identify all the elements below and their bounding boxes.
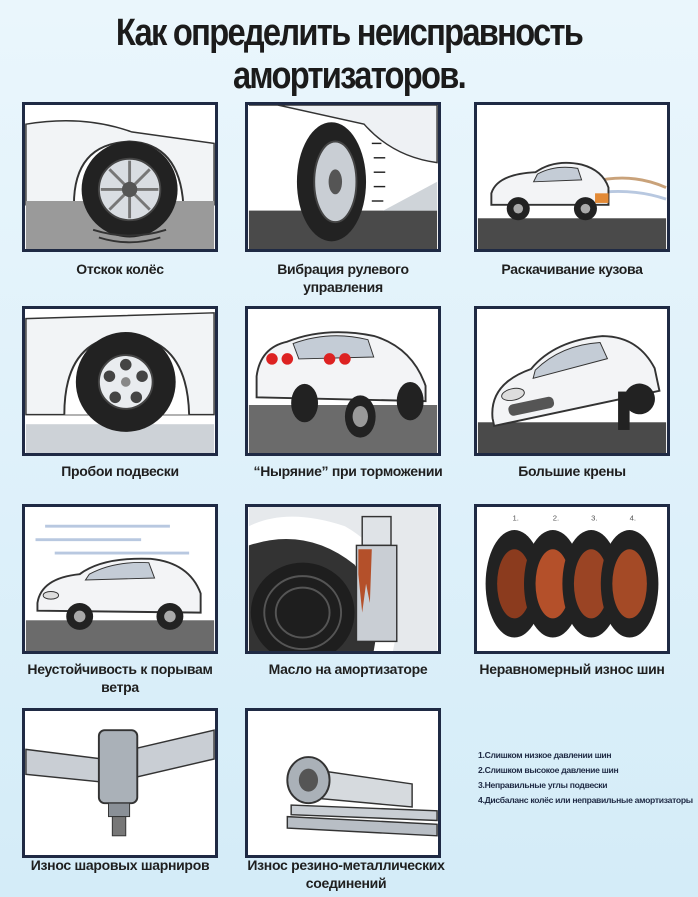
panel-caption: Неравномерный износ шин: [479, 661, 665, 677]
body-sway-icon: [477, 105, 667, 249]
panel-caption: Износ резино-металлических соединений: [247, 857, 445, 891]
panel-caption: Отскок колёс: [76, 261, 164, 277]
body-roll-icon: [477, 309, 667, 453]
panel-body-roll: [474, 306, 670, 456]
panel-caption: “Ныряние” при торможении: [253, 463, 443, 479]
tire-number-label: 4.: [630, 513, 636, 522]
tire-number-label: 2.: [553, 513, 559, 522]
panel-body-sway: [474, 102, 670, 252]
panel-oil-leak: [245, 504, 441, 654]
ball-joint-wear-icon: [25, 711, 215, 855]
panel-steering-vibration: [245, 102, 441, 252]
panel-brake-dive: [245, 306, 441, 456]
panel-caption: Пробои подвески: [61, 463, 179, 479]
uneven-tire-wear-icon: 1. 2. 3. 4.: [477, 507, 667, 651]
bouncing-wheel-icon: [25, 105, 215, 249]
rubber-metal-bushing-icon: [248, 711, 438, 855]
tire-number-label: 1.: [512, 513, 518, 522]
panel-rubber-metal-bushing: [245, 708, 441, 858]
panel-uneven-tire-wear: 1. 2. 3. 4.: [474, 504, 670, 654]
legend-item: 2.Слишком высокое давление шин: [478, 765, 619, 775]
panel-caption: Большие крены: [518, 463, 626, 479]
panel-bouncing-wheel: [22, 102, 218, 252]
suspension-bottoming-icon: [25, 309, 215, 453]
crosswind-instability-icon: [25, 507, 215, 651]
tire-wear-legend: 1.Слишком низкое давлении шин 2.Слишком …: [478, 748, 694, 808]
panel-crosswind: [22, 504, 218, 654]
oil-leak-icon: [248, 507, 438, 651]
legend-item: 3.Неправильные углы подвески: [478, 780, 608, 790]
brake-dive-icon: [248, 309, 438, 453]
legend-item: 1.Слишком низкое давлении шин: [478, 750, 612, 760]
page-title: Как определить неисправность амортизатор…: [115, 12, 584, 97]
tire-number-label: 3.: [591, 513, 597, 522]
panel-ball-joint-wear: [22, 708, 218, 858]
panel-suspension-bottoming: [22, 306, 218, 456]
legend-item: 4.Дисбаланс колёс или неправильные аморт…: [478, 795, 693, 805]
panel-caption: Износ шаровых шарниров: [30, 857, 210, 873]
panel-caption: Вибрация рулевого управления: [277, 261, 409, 295]
panel-caption: Неустойчивость к порывам ветра: [27, 661, 213, 695]
panel-caption: Раскачивание кузова: [501, 261, 643, 277]
steering-vibration-icon: [248, 105, 438, 249]
panel-caption: Масло на амортизаторе: [268, 661, 428, 677]
